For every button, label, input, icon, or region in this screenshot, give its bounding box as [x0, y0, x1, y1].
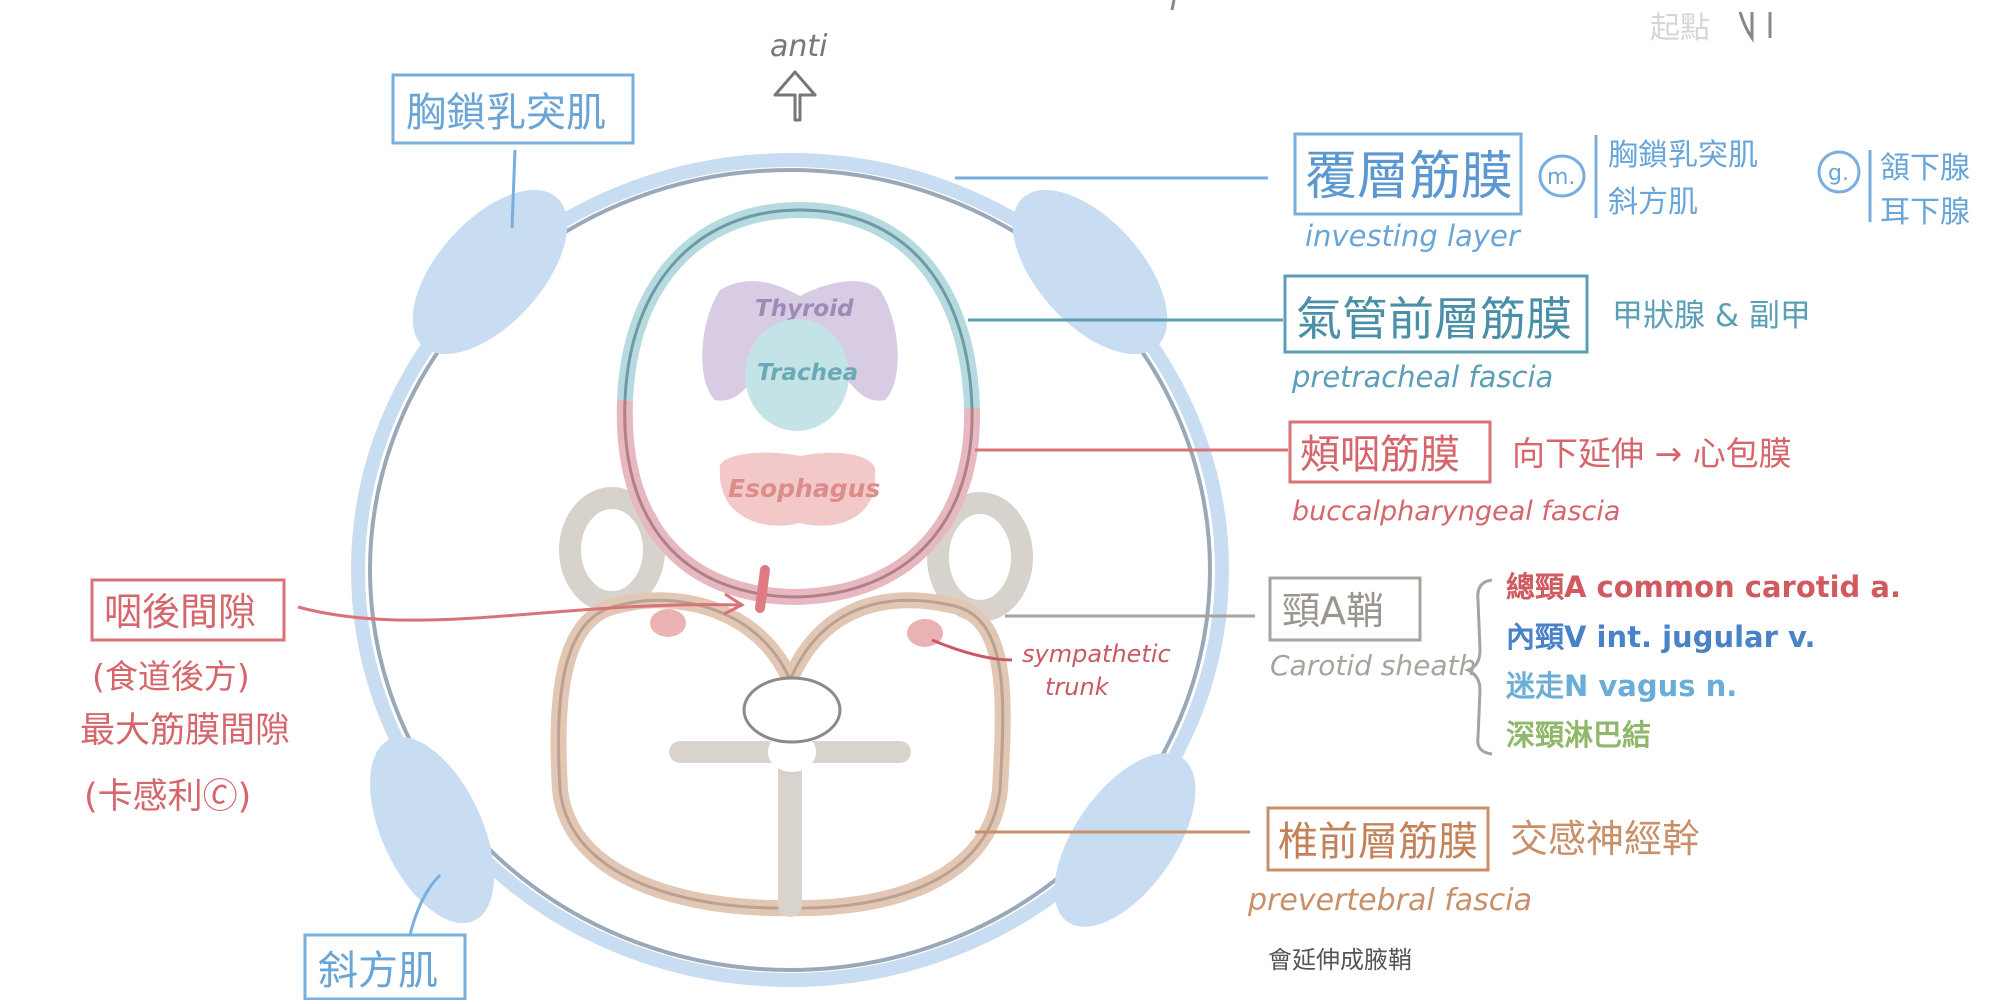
trachea — [745, 319, 849, 431]
investing-layer-outline — [368, 168, 1212, 972]
retropharyngeal-label: 咽後間隙 — [104, 590, 256, 634]
pretracheal-zh: 氣管前層筋膜 — [1296, 292, 1572, 346]
carotid-zh: 頸A鞘 — [1282, 589, 1384, 633]
scm-muscle-left — [412, 189, 568, 355]
retro-note-3: (卡感利🄫) — [84, 777, 251, 817]
anterior-arrow — [773, 70, 817, 122]
trapezius-leader — [408, 873, 442, 936]
investing-zh: 覆層筋膜 — [1305, 147, 1513, 207]
top-right-doodle — [1738, 11, 1772, 43]
sympathetic-trunk-left — [650, 609, 686, 637]
buccal-en: buccalpharyngeal fascia — [1292, 496, 1620, 527]
trapezius-muscle-right — [1054, 753, 1196, 927]
scm-muscle-right — [1012, 189, 1168, 355]
m-line-2: 斜方肌 — [1608, 185, 1698, 220]
pretracheal-en: pretracheal fascia — [1291, 360, 1553, 394]
buccal-note: 向下延伸 → 心包膜 — [1512, 434, 1792, 473]
g-line-2: 耳下腺 — [1880, 195, 1970, 230]
top-mark — [1170, 0, 1176, 11]
m-badge: m. — [1547, 165, 1575, 190]
carotid-item-1: 內頸V int. jugular v. — [1506, 620, 1816, 654]
scm-label-box — [391, 73, 635, 145]
pretracheal-box — [1283, 274, 1589, 354]
pretracheal-note: 甲狀腺 & 副甲 — [1612, 298, 1811, 334]
investing-layer-halo — [351, 153, 1229, 987]
sympathetic-label: sympathetic — [1022, 640, 1171, 668]
retropharyngeal-arrowhead — [723, 592, 746, 616]
investing-box — [1293, 132, 1523, 216]
anterior-label: anti — [770, 29, 828, 64]
prevertebral-zh: 椎前層筋膜 — [1278, 819, 1478, 865]
buccal-box — [1288, 420, 1492, 484]
retropharyngeal-box — [90, 578, 286, 642]
thyroid-label: Thyroid — [755, 296, 854, 322]
scm-label: 胸鎖乳突肌 — [406, 90, 606, 136]
m-line-1: 胸鎖乳突肌 — [1608, 138, 1758, 173]
retropharyngeal-space-mark — [755, 565, 770, 613]
carotid-en: Carotid sheath — [1270, 649, 1476, 682]
g-line-1: 頷下腺 — [1880, 151, 1970, 186]
prevertebral-box — [1266, 806, 1490, 872]
sympathetic-trunk-leader — [931, 638, 1013, 662]
g-badge: g. — [1828, 161, 1849, 186]
carotid-item-0: 總頸A common carotid a. — [1506, 570, 1901, 604]
trapezius-label-box — [303, 933, 467, 1001]
retropharyngeal-leader — [297, 603, 741, 622]
carotid-item-3: 深頸淋巴結 — [1506, 718, 1651, 752]
carotid-brace — [1464, 578, 1493, 756]
top-right-fragment: 起點 — [1650, 11, 1710, 46]
prevertebral-note: 交感神經幹 — [1510, 817, 1700, 861]
scm-leader — [510, 149, 517, 229]
trapezius-label: 斜方肌 — [318, 948, 438, 994]
esophagus-label: Esophagus — [728, 474, 880, 503]
buccal-zh: 頰咽筋膜 — [1300, 432, 1460, 478]
retro-note-2: 最大筋膜間隙 — [80, 711, 290, 751]
carotid-item-2: 迷走N vagus n. — [1506, 669, 1737, 703]
retro-note-1: (食道後方) — [92, 657, 250, 696]
prevertebral-en: prevertebral fascia — [1247, 883, 1532, 918]
esophagus — [719, 452, 876, 526]
m-badge-circle — [1538, 154, 1586, 198]
buccopharyngeal-fascia-outline — [623, 399, 974, 599]
trunk-label: trunk — [1045, 673, 1110, 701]
trachea-label: Trachea — [757, 360, 858, 386]
pretracheal-fascia-outline — [623, 208, 974, 409]
trapezius-muscle-left — [370, 736, 494, 924]
prevertebral-extend: 會延伸成腋鞘 — [1268, 946, 1412, 974]
carotid-box — [1268, 576, 1422, 642]
investing-en: investing layer — [1305, 219, 1522, 253]
vertebral-body — [742, 676, 842, 744]
g-badge-circle — [1817, 150, 1861, 194]
